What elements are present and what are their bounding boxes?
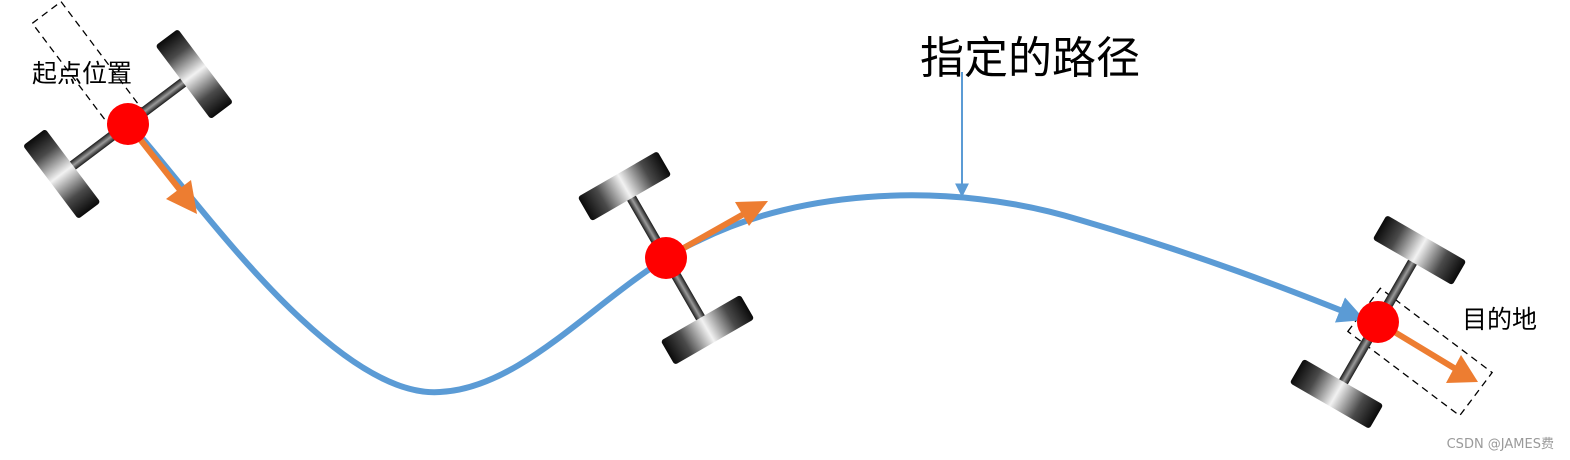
intermediate-heading-arrowhead xyxy=(735,201,768,226)
destination-heading-arrowhead xyxy=(1446,355,1478,383)
destination-robot-center xyxy=(1357,301,1399,343)
start-heading-arrowhead xyxy=(166,180,197,214)
specified-path xyxy=(127,122,1366,396)
path-label: 指定的路径 xyxy=(920,33,1140,84)
start-position-label: 起点位置 xyxy=(32,59,133,88)
destination-label: 目的地 xyxy=(1462,305,1538,334)
watermark: CSDN @JAMES费 xyxy=(1446,437,1554,452)
intermediate-robot-center xyxy=(645,237,687,279)
start-robot-center xyxy=(107,103,149,145)
